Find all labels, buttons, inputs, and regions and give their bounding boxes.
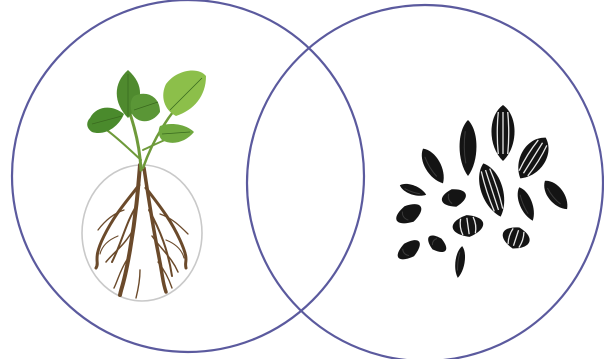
seed: [514, 185, 539, 223]
seed: [539, 176, 573, 214]
sunflower-seeds-illustration: [393, 105, 574, 278]
seed: [424, 232, 449, 257]
seed: [460, 120, 477, 176]
set-left: [12, 0, 364, 352]
leaf-center: [131, 94, 160, 122]
seed: [398, 181, 427, 199]
left-circle: [12, 0, 364, 352]
roots: [96, 165, 188, 298]
seed: [451, 213, 485, 239]
leaves: [87, 70, 206, 143]
leaf-right-light: [163, 70, 206, 116]
seed: [394, 236, 424, 265]
seed: [440, 186, 468, 210]
seed: [473, 160, 511, 220]
seed: [491, 105, 514, 161]
seed: [499, 223, 532, 252]
seed: [510, 131, 556, 185]
seed: [393, 199, 426, 228]
seed: [416, 145, 449, 187]
seed: [453, 246, 467, 279]
leaf-right-small: [159, 124, 194, 143]
plant-illustration: [82, 70, 206, 301]
set-right: [247, 5, 603, 359]
root-ball: [82, 165, 202, 301]
